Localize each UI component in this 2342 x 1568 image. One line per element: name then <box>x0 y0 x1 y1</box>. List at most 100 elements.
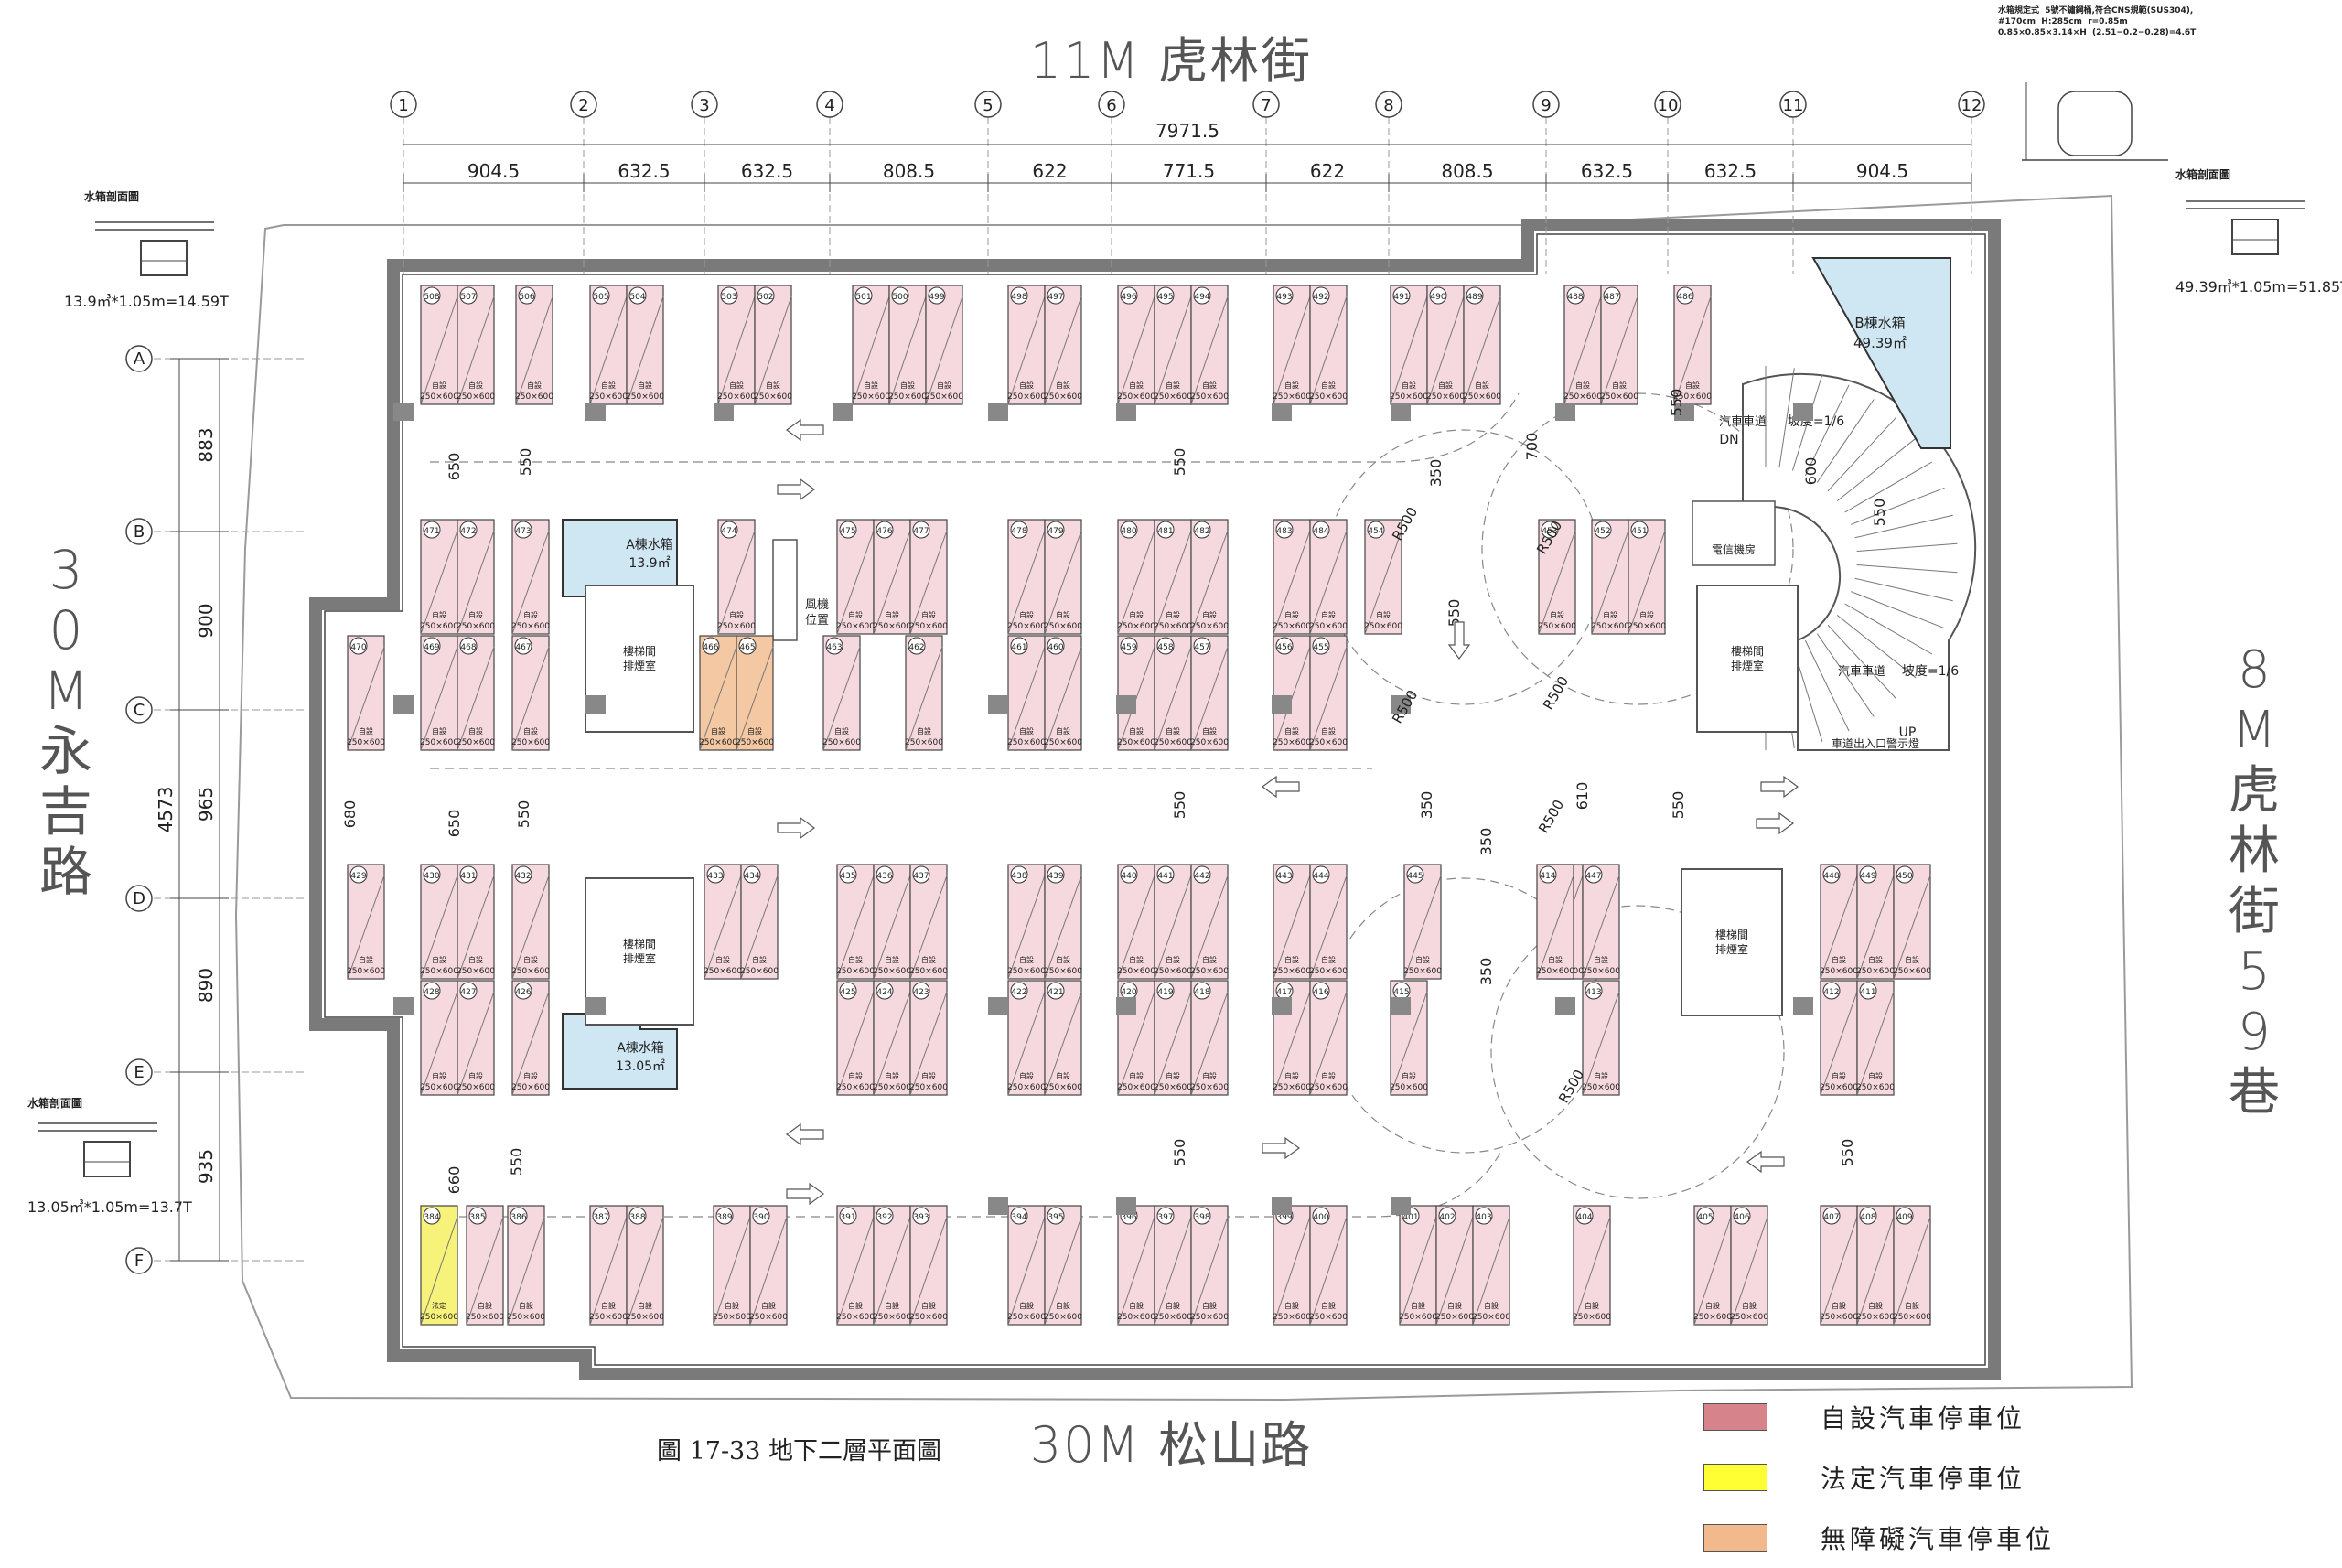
parking-spot-number-badge <box>1630 521 1649 539</box>
parking-spot-size: 250×600 <box>420 1083 458 1092</box>
parking-spot-size: 250×600 <box>515 392 553 402</box>
parking-spot-size: 250×600 <box>704 967 742 976</box>
parking-spot-number-badge <box>1822 865 1841 884</box>
parking-spot-number: 412 <box>1823 988 1839 997</box>
parking-spot-number-badge <box>423 286 441 305</box>
parking-spot-number: 505 <box>593 293 608 302</box>
parking-spot-tag: 自設 <box>848 610 863 619</box>
parking-spot-tag: 自設 <box>1129 1071 1144 1080</box>
parking-spot-tag: 自設 <box>1056 1071 1070 1080</box>
parking-spot-size: 250×600 <box>836 622 875 631</box>
parking-spot-diagonal <box>836 875 875 980</box>
parking-spot-tag: 自設 <box>468 381 483 390</box>
parking-spot-size: 250×600 <box>1154 1083 1192 1092</box>
parking-spot-number: 489 <box>1466 293 1482 302</box>
parking-spot-size: 250×600 <box>1190 967 1229 976</box>
parking-spot-number-badge <box>1193 637 1211 655</box>
parking-spot-number-badge <box>459 982 478 1000</box>
parking-spot-box <box>1154 1205 1192 1326</box>
water-tank-area: 13.9㎡ <box>628 556 670 571</box>
parking-spot-number: 484 <box>1313 527 1328 536</box>
parking-spot-box <box>457 980 495 1096</box>
parking-spot-diagonal <box>1309 646 1348 751</box>
parking-spot-diagonal <box>1007 530 1046 635</box>
parking-spot-number-badge <box>514 865 532 884</box>
structural-column <box>1272 695 1292 714</box>
parking-spot-diagonal <box>1273 991 1311 1096</box>
structural-column <box>833 403 853 421</box>
parking-spot-diagonal <box>1044 991 1082 1096</box>
parking-spot-tag: 自設 <box>1202 955 1217 964</box>
grid-bubble-row <box>125 345 153 372</box>
parking-spot-size: 250×600 <box>740 967 779 976</box>
parking-spot-number: 418 <box>1194 988 1209 997</box>
parking-spot-number-badge <box>1603 286 1621 305</box>
parking-spot-tag: 自設 <box>1166 1301 1180 1310</box>
parking-spot-box <box>754 285 792 405</box>
parking-spot-box <box>1435 1205 1474 1326</box>
parking-spot-number: 413 <box>1585 988 1601 997</box>
parking-spot-number-badge <box>839 1207 857 1225</box>
parking-spot-number: 430 <box>424 872 439 881</box>
parking-spot-number: 456 <box>1276 643 1292 652</box>
parking-spot-diagonal <box>457 646 495 751</box>
ramp-step-line <box>1791 374 1823 471</box>
parking-spot-tag: 自設 <box>523 726 538 736</box>
parking-spot-diagonal <box>347 646 385 751</box>
parking-spot-box <box>1044 635 1082 751</box>
parking-spot-number: 427 <box>460 988 476 997</box>
parking-spot-number: 469 <box>424 643 439 652</box>
parking-spot-diagonal <box>1273 875 1311 980</box>
stair-core-label: 排煙室 <box>623 659 656 672</box>
traffic-arrow <box>785 418 824 442</box>
parking-spot-diagonal <box>1044 646 1082 751</box>
parking-spot-diagonal <box>909 1216 948 1326</box>
parking-spot-tag: 自設 <box>432 381 446 390</box>
parking-spot-diagonal <box>507 1216 545 1326</box>
parking-spot-number-badge <box>1822 982 1841 1000</box>
parking-spot-size: 250×600 <box>1154 1313 1192 1322</box>
parking-spot-tag: 自設 <box>747 726 762 736</box>
parking-spot-box <box>511 980 550 1096</box>
street-left-char: 吉 <box>38 780 94 843</box>
parking-spot-box <box>1463 285 1501 405</box>
dimension-span: 808.5 <box>1441 160 1493 182</box>
traffic-arrow-shape <box>1262 1136 1301 1160</box>
parking-spot-tag: 自設 <box>1868 1301 1883 1310</box>
parking-spot-number: 507 <box>460 293 476 302</box>
parking-spot-tag: 自設 <box>523 610 538 619</box>
parking-spot-tag: 自設 <box>1321 1301 1336 1310</box>
parking-spot-size: 250×600 <box>909 622 948 631</box>
parking-spot-tag: 自設 <box>1056 726 1070 736</box>
parking-spot-size: 250×600 <box>1309 738 1348 747</box>
parking-spot-number-badge <box>1047 1207 1065 1225</box>
parking-spot-tag: 自設 <box>1321 955 1336 964</box>
parking-spot-number: 478 <box>1011 527 1026 536</box>
parking-spot-tag: 自設 <box>848 1071 863 1080</box>
water-tank-name: A棟水箱 <box>617 1041 664 1056</box>
parking-spot-diagonal <box>1309 991 1348 1096</box>
parking-spot-size: 250×600 <box>1463 392 1501 402</box>
ramp-slope: 坡度=1/6 <box>1902 664 1959 679</box>
parking-spot-number: 453 <box>1542 527 1557 536</box>
parking-spot-size: 250×600 <box>347 967 385 976</box>
parking-spot-number: 424 <box>876 988 892 997</box>
water-tank-area: 49.39㎡ <box>1853 335 1907 351</box>
parking-spot-tag: 自設 <box>478 1301 492 1310</box>
structural-column <box>1272 403 1292 421</box>
